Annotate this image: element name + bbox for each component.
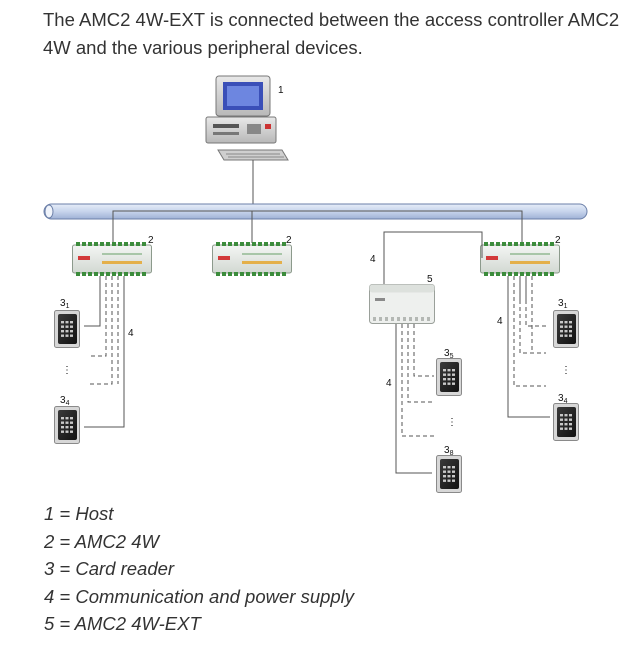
controller-label-2: 2 [286, 235, 292, 246]
extension-label: 5 [427, 274, 433, 285]
wire-label-left: 4 [128, 328, 134, 339]
controller-label-3: 2 [555, 235, 561, 246]
card-reader-right-1 [553, 310, 579, 348]
intro-text: The AMC2 4W-EXT is connected between the… [43, 9, 620, 58]
card-reader-ext-8 [436, 455, 462, 493]
legend-item-communication: 4 = Communication and power supply [44, 585, 355, 607]
host-label: 1 [278, 85, 284, 96]
wire-label-ext-in: 4 [370, 254, 376, 265]
legend-item-card-reader: 3 = Card reader [44, 558, 175, 579]
reader-ellipsis-left: ⋮ [62, 365, 72, 376]
amc2-4w-controller-3 [480, 242, 560, 276]
reader-label-left-last: 34 [60, 395, 70, 407]
legend-item-amc2-4w: 2 = AMC2 4W [44, 530, 159, 552]
legend-item-host: 1 = Host [44, 503, 114, 524]
reader-ellipsis-right: ⋮ [561, 365, 571, 376]
reader-label-right-last: 34 [558, 393, 568, 405]
wire-label-ext: 4 [386, 378, 392, 389]
card-reader-left-4 [54, 406, 80, 444]
legend-item-amc2-4w-ext: 5 = AMC2 4W-EXT [44, 613, 201, 634]
amc2-4w-ext-module [369, 284, 435, 324]
card-reader-left-1 [54, 310, 80, 348]
card-reader-right-4 [553, 403, 579, 441]
reader-label-right-first: 31 [558, 298, 568, 310]
amc2-4w-controller-2 [212, 242, 292, 276]
host-computer [205, 75, 289, 161]
controller-label-1: 2 [148, 235, 154, 246]
system-diagram: 1 2 2 2 4 5 4 31 34 ⋮ [43, 75, 588, 493]
reader-label-left-first: 31 [60, 298, 70, 310]
amc2-4w-controller-1 [72, 242, 152, 276]
legend: 1 = Host 2 = AMC2 4W 3 = Card reader 4 =… [44, 500, 354, 638]
reader-label-ext-first: 35 [444, 348, 454, 360]
wire-label-right: 4 [497, 316, 503, 327]
card-reader-ext-5 [436, 358, 462, 396]
reader-ellipsis-ext: ⋮ [447, 417, 457, 428]
reader-label-ext-last: 38 [444, 445, 454, 457]
